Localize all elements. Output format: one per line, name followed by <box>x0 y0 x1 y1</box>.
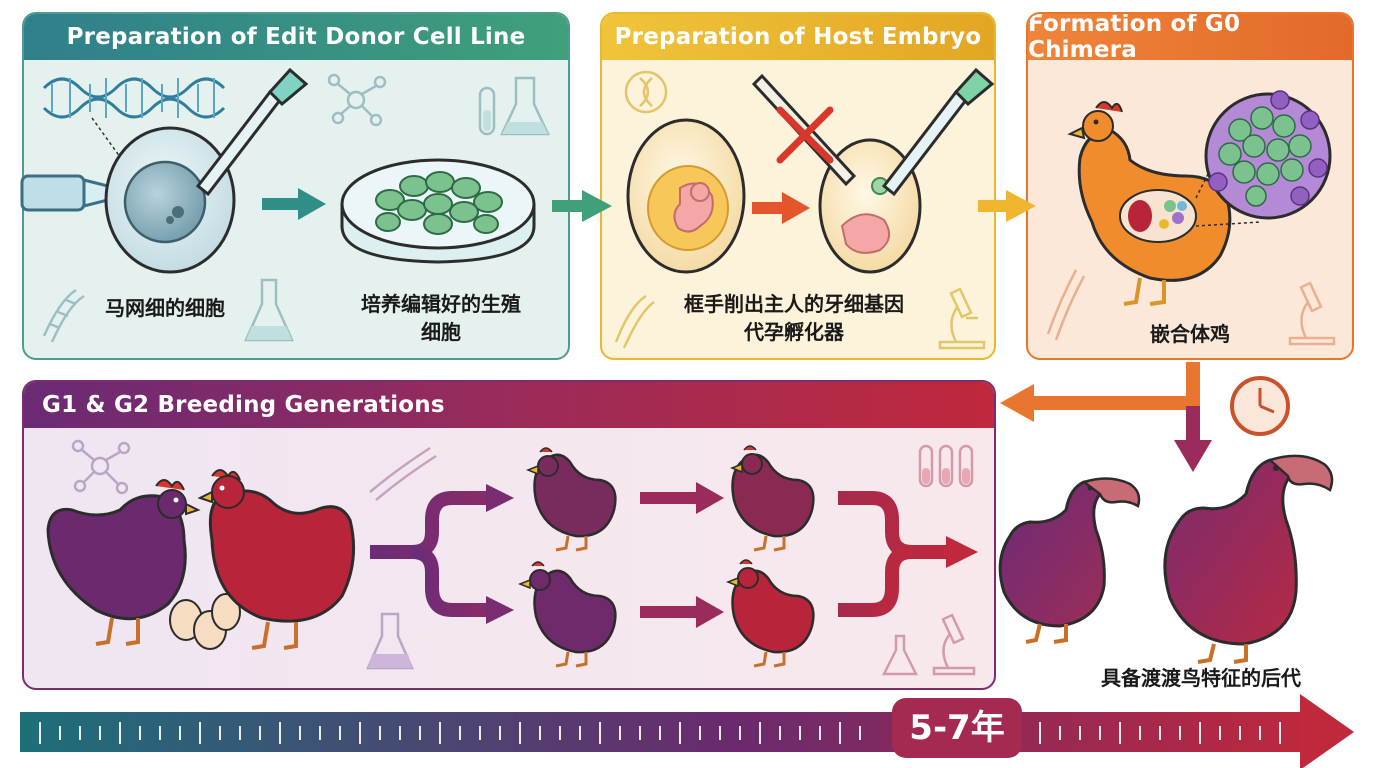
dna-icon <box>1046 269 1086 341</box>
dna-icon <box>42 288 85 343</box>
hen-icon <box>725 559 815 668</box>
clock-icon <box>1230 376 1290 436</box>
flask-icon <box>500 76 550 136</box>
chimera-cells-icon <box>1204 90 1332 220</box>
dna-icon <box>42 77 226 119</box>
dna-icon <box>369 446 437 501</box>
chimera-caption: 嵌合体鸡 <box>1150 322 1230 346</box>
molecule-icon <box>71 439 131 495</box>
hen-icon <box>729 445 815 552</box>
breeding-panel-title: G1 & G2 Breeding Generations <box>24 382 994 428</box>
test-tube-icon <box>478 86 496 136</box>
hen-icon <box>525 447 617 552</box>
arrow-host-to-chimera <box>978 190 1036 222</box>
test-tube-icon <box>918 444 974 488</box>
host-panel-title: Preparation of Host Embryo <box>602 14 994 60</box>
arrow-cell-to-culture <box>262 188 326 220</box>
result-caption: 具备渡渡鸟特征的后代 <box>1101 666 1301 690</box>
dodo-icon <box>998 477 1141 644</box>
dna-icon <box>624 70 668 114</box>
dodo-icon <box>1163 454 1334 664</box>
hen-icon <box>46 479 201 646</box>
egg-icon <box>626 118 746 274</box>
hen-icon <box>1067 101 1232 306</box>
molecule-icon <box>327 73 387 127</box>
donor-panel-title: Preparation of Edit Donor Cell Line <box>24 14 568 60</box>
microscope-icon <box>1288 281 1336 346</box>
branch-arrow-merge <box>838 491 950 617</box>
microscope-icon <box>938 287 986 350</box>
hen-icon <box>197 469 356 650</box>
microscope-icon <box>932 613 976 676</box>
culture-caption-line1: 培养编辑好的生殖 <box>361 292 521 316</box>
branch-arrow-split <box>370 491 490 617</box>
host-panel: Preparation of Host Embryo <box>600 12 996 360</box>
timeline-label: 5-7年 <box>909 707 1005 748</box>
donor-cell-icon <box>104 126 236 274</box>
petri-dish-icon <box>340 158 536 264</box>
pipette-icon <box>881 67 995 197</box>
flask-icon <box>366 612 414 670</box>
arrow-chimera-to-result <box>1174 406 1212 472</box>
arrow-g1-to-g2 <box>640 482 724 628</box>
arrow-donor-to-host <box>552 190 612 222</box>
cross-icon <box>776 106 834 164</box>
culture-caption-line2: 细胞 <box>421 320 461 344</box>
flask-icon <box>881 634 919 676</box>
chimera-panel-title: Formation of G0 Chimera <box>1028 14 1352 63</box>
holding-pipette-icon <box>20 174 110 212</box>
arrow-egg-to-egg <box>752 192 810 224</box>
dna-icon <box>614 294 655 349</box>
arrow-chimera-to-breeding <box>1000 362 1200 422</box>
hen-icon <box>517 561 617 668</box>
timeline-bar <box>20 694 1354 768</box>
host-caption-line2: 代孕孵化器 <box>744 320 844 344</box>
pipette-icon <box>195 67 309 197</box>
host-caption-line1: 框手削出主人的牙细基因 <box>684 292 904 316</box>
flask-icon <box>244 278 294 342</box>
egg-icon <box>169 593 241 650</box>
donor-cell-caption: 马网细的细胞 <box>105 296 225 320</box>
